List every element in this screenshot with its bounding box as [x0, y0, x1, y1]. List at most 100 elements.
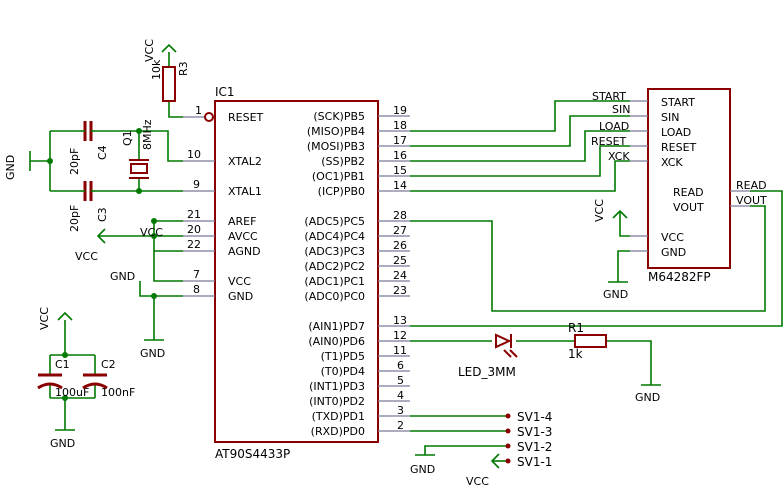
net-label-read: READ	[736, 179, 767, 192]
svg-text:GND: GND	[410, 463, 435, 476]
m64282fp[interactable]: M64282FP	[630, 88, 750, 284]
ic1-left-pin-stubs	[183, 112, 215, 297]
c3-ref: C3	[96, 207, 109, 222]
m64282-pin-reset: RESET	[661, 141, 697, 154]
capacitor-c4[interactable]: 20pF C4	[68, 121, 109, 175]
ic1-pin-num-8: 8	[193, 283, 200, 296]
resistor-r1[interactable]: R1 1k	[568, 321, 607, 361]
ic1-pin-num-2: 2	[397, 419, 404, 432]
ic1-body[interactable]	[214, 100, 379, 443]
sv1-pin-1: SV1-1	[517, 455, 552, 469]
gnd-symbol-crystal: GND	[4, 151, 31, 180]
ic1-pin-name-pc1: (ADC1)PC1	[304, 275, 365, 288]
m64282-pin-load: LOAD	[661, 126, 691, 139]
gnd-symbol-caps: GND	[50, 429, 75, 450]
svg-text:GND: GND	[50, 437, 75, 450]
ic1-pin-num-4: 4	[397, 389, 404, 402]
gnd-symbol-m64282: GND	[603, 281, 628, 301]
ic1-pin-name-pd6: (AIN0)PD6	[308, 335, 365, 348]
ic1-pin-num-23: 23	[393, 284, 407, 297]
ic1-pin-name-xtal1: XTAL1	[228, 185, 262, 198]
svg-text:VCC: VCC	[466, 475, 489, 488]
ic1-pin-num-11: 11	[393, 344, 407, 357]
sv1-pin-4: SV1-4	[517, 410, 552, 424]
ic1-pin-num-6: 6	[397, 359, 404, 372]
c4-value: 20pF	[68, 148, 81, 175]
led-label: LED_3MM	[458, 365, 516, 379]
ic1-right-pin-stubs	[378, 115, 410, 432]
vcc-symbol-connector: VCC	[466, 453, 500, 488]
c3-value: 20pF	[68, 205, 81, 232]
ic1-pin-num-28: 28	[393, 209, 407, 222]
net-label-vout: VOUT	[736, 194, 767, 207]
net-label-sin: SIN	[612, 103, 630, 116]
ic1-pin-name-pb2: (SS)PB2	[321, 155, 365, 168]
r3-ref: R3	[177, 61, 190, 76]
sv1-pin-2: SV1-2	[517, 440, 552, 454]
q1-ref: Q1	[121, 130, 134, 146]
ic1-pin-num-26: 26	[393, 239, 407, 252]
svg-text:GND: GND	[635, 391, 660, 404]
capacitor-c1[interactable]: C1 100uF	[37, 358, 89, 399]
ic1-pin-name-pc2: (ADC2)PC2	[304, 260, 365, 273]
q1-value: 8MHz	[141, 119, 154, 150]
ic1-pin-name-pd2: (INT0)PD2	[309, 395, 365, 408]
ic1-pin-name-pb3: (MOSI)PB3	[307, 140, 365, 153]
ic1-pin-name-pb0: (ICP)PB0	[318, 185, 365, 198]
gnd-label-agnd: GND	[110, 270, 135, 283]
ic1-pin-name-pb1: (OC1)PB1	[312, 170, 365, 183]
net-label-start: START	[592, 90, 626, 103]
reset-inversion-bubble	[204, 112, 214, 122]
gnd-symbol-ic1: GND	[140, 339, 165, 360]
ic1-ref: IC1	[215, 85, 235, 99]
ic1-pin-name-pd1: (TXD)PD1	[312, 410, 365, 423]
ic1-pin-num-13: 13	[393, 314, 407, 327]
capacitor-c3[interactable]: 20pF C3	[68, 181, 109, 232]
c1-ref: C1	[55, 358, 70, 371]
ic1-pin-name-vcc: VCC	[228, 275, 251, 288]
m64282-pin-xck: XCK	[661, 156, 683, 169]
m64282-part-label: M64282FP	[648, 270, 711, 284]
ic1-pin-num-25: 25	[393, 254, 407, 267]
resistor-r3[interactable]: 10k R3	[150, 59, 190, 102]
ic1-pin-num-1: 1	[195, 104, 202, 117]
svg-text:VCC: VCC	[75, 250, 98, 263]
ic1-pin-name-pd0: (RXD)PD0	[311, 425, 365, 438]
ic1-pin-num-22: 22	[187, 238, 201, 251]
vcc-symbol-avcc: VCC VCC	[75, 226, 163, 263]
ic1-pin-num-18: 18	[393, 119, 407, 132]
net-label-load: LOAD	[599, 120, 629, 133]
ic1-part-label: AT90S4433P	[215, 447, 290, 461]
capacitor-c2[interactable]: C2 100nF	[82, 358, 135, 399]
ic1-pin-num-12: 12	[393, 329, 407, 342]
svg-text:VCC: VCC	[593, 199, 606, 222]
crystal-q1[interactable]: Q1 8MHz	[121, 119, 154, 179]
ic1-pin-name-gnd: GND	[228, 290, 253, 303]
connector-sv1[interactable]: SV1-4 SV1-3 SV1-2 SV1-1	[505, 410, 553, 469]
ic1-pin-name-aref: AREF	[228, 215, 256, 228]
ic1-pin-num-24: 24	[393, 269, 407, 282]
m64282-pin-gnd: GND	[661, 246, 686, 259]
vcc-symbol-m64282: VCC	[593, 199, 628, 222]
ic1-pin-name-pd3: (INT1)PD3	[309, 380, 365, 393]
led-diode[interactable]: LED_3MM	[458, 333, 518, 379]
ic1-pin-name-pb4: (MISO)PB4	[307, 125, 365, 138]
ic1-pin-name-reset: RESET	[228, 111, 264, 124]
c4-ref: C4	[96, 145, 109, 160]
m64282-body[interactable]	[647, 88, 731, 269]
ic1-pin-name-pc5: (ADC5)PC5	[304, 215, 365, 228]
c1-value: 100uF	[55, 386, 89, 399]
c2-value: 100nF	[101, 386, 135, 399]
ic1-pin-name-pd5: (T1)PD5	[321, 350, 365, 363]
svg-text:GND: GND	[603, 288, 628, 301]
net-label-reset: RESET	[591, 135, 627, 148]
r3-value: 10k	[150, 59, 163, 80]
ic1-pin-num-19: 19	[393, 104, 407, 117]
m64282-pin-sin: SIN	[661, 111, 679, 124]
svg-text:GND: GND	[140, 347, 165, 360]
m64282-pin-read: READ	[673, 186, 704, 199]
gnd-symbol-r1: GND	[635, 384, 661, 404]
ic1[interactable]: IC1 AT90S4433P	[214, 85, 379, 461]
